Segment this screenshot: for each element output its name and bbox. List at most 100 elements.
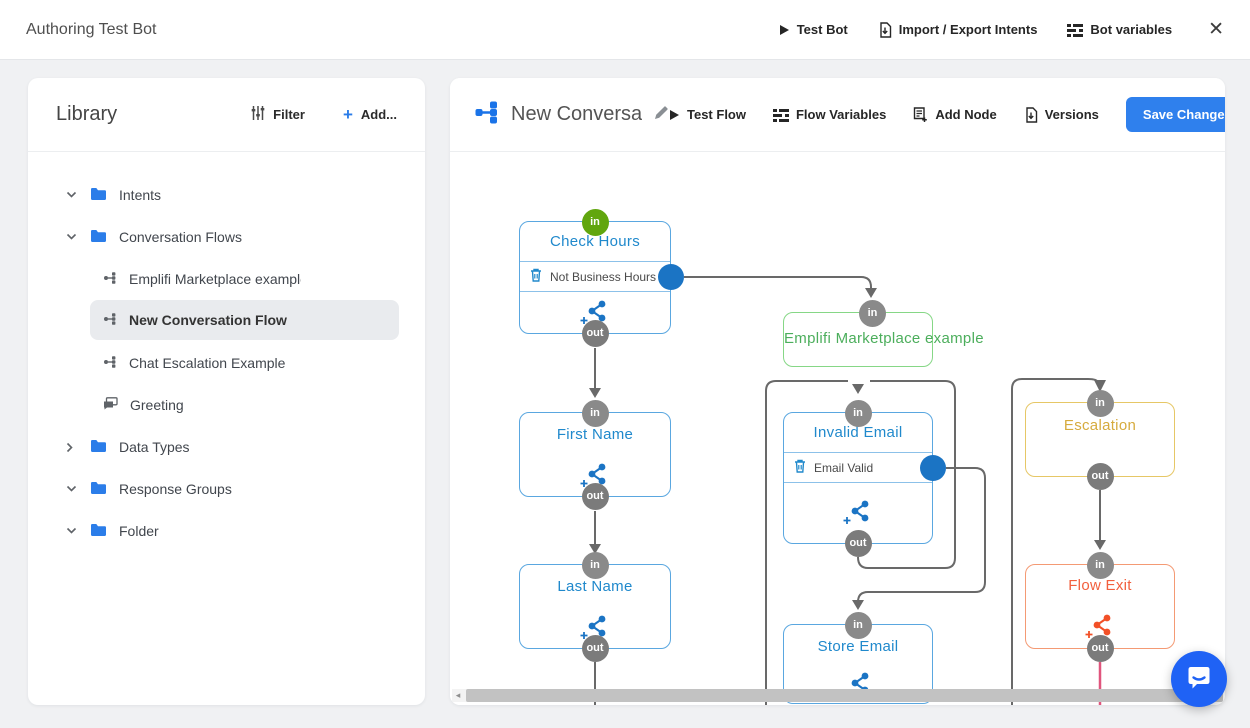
filter-icon xyxy=(251,106,265,123)
library-tree: Intents Conversation Flows Emplifi Marke… xyxy=(28,152,425,552)
sidebar-item-new-conversation-flow[interactable]: New Conversation Flow xyxy=(90,300,399,340)
horizontal-scrollbar[interactable]: ◂ xyxy=(452,689,1223,702)
add-node-icon xyxy=(913,106,928,123)
node-emplifi-marketplace[interactable]: in Emplifi Marketplace example xyxy=(783,299,984,367)
condition-row[interactable]: Not Business Hours xyxy=(520,261,684,292)
save-changes-button[interactable]: Save Changes xyxy=(1125,97,1225,132)
out-port[interactable]: out xyxy=(1086,634,1114,662)
folder-icon xyxy=(90,439,107,456)
plus-icon: + xyxy=(342,105,353,124)
bot-variables-label: Bot variables xyxy=(1090,22,1173,37)
add-label: Add... xyxy=(360,107,397,122)
condition-label: Not Business Hours xyxy=(550,269,657,284)
import-export-icon xyxy=(878,21,892,38)
sidebar-item-chat-escalation-example[interactable]: Chat Escalation Example xyxy=(54,342,399,384)
chat-bubbles-icon xyxy=(103,397,118,413)
sidebar-item-data-types[interactable]: Data Types xyxy=(54,426,399,468)
node-title: Escalation xyxy=(1063,417,1137,434)
connector-emailvalid-storeemail xyxy=(857,467,986,604)
close-icon[interactable]: ✕ xyxy=(1208,19,1224,40)
chevron-down-icon[interactable] xyxy=(66,233,78,241)
import-export-label: Import / Export Intents xyxy=(898,22,1038,37)
flow-header: New Conversation Flow Test Flow Flow Var… xyxy=(450,78,1225,152)
out-port[interactable]: out xyxy=(581,319,609,347)
in-port[interactable]: in xyxy=(581,399,609,427)
versions-button[interactable]: Versions xyxy=(1024,106,1099,123)
connector-checkhours-emplifi xyxy=(684,276,872,290)
filter-button[interactable]: Filter xyxy=(251,106,305,123)
header-actions: Test Bot Import / Export Intents Bot var… xyxy=(779,20,1224,39)
node-check-hours[interactable]: in Check Hours Not Business Hours out xyxy=(519,208,684,347)
versions-label: Versions xyxy=(1044,107,1099,122)
sidebar-item-response-groups[interactable]: Response Groups xyxy=(54,468,399,510)
add-branch-button[interactable] xyxy=(520,607,670,647)
out-port[interactable]: out xyxy=(581,482,609,510)
scrollbar-thumb[interactable] xyxy=(466,689,1223,702)
sidebar-item-intents[interactable]: Intents xyxy=(54,174,399,216)
chevron-down-icon[interactable] xyxy=(66,527,78,535)
test-flow-button[interactable]: Test Flow xyxy=(669,107,746,122)
in-port[interactable]: in xyxy=(581,551,609,579)
in-port[interactable]: in xyxy=(1086,389,1114,417)
in-port[interactable]: in xyxy=(859,299,886,327)
flow-panel: New Conversation Flow Test Flow Flow Var… xyxy=(450,78,1225,705)
node-title: Emplifi Marketplace example xyxy=(784,330,984,347)
sidebar-item-greeting[interactable]: Greeting xyxy=(54,384,399,426)
add-branch-button[interactable] xyxy=(520,292,670,332)
out-port[interactable]: out xyxy=(1086,462,1114,490)
condition-row[interactable]: Email Valid xyxy=(784,452,946,483)
chat-launcher-button[interactable] xyxy=(1171,651,1227,707)
condition-port-dot[interactable] xyxy=(920,454,946,481)
in-port[interactable]: in xyxy=(844,611,872,639)
flow-variables-label: Flow Variables xyxy=(795,107,887,122)
bot-variables-button[interactable]: Bot variables xyxy=(1067,22,1172,37)
edit-pencil-icon[interactable] xyxy=(654,105,669,125)
tree-label: Intents xyxy=(119,187,162,203)
play-icon xyxy=(779,24,790,36)
sidebar-item-emplifi-marketplace[interactable]: Emplifi Marketplace example xyxy=(54,258,399,300)
tree-label: Chat Escalation Example xyxy=(129,355,286,371)
sidebar-item-conversation-flows[interactable]: Conversation Flows xyxy=(54,216,399,258)
folder-icon xyxy=(90,229,107,246)
trash-icon[interactable] xyxy=(530,268,542,285)
add-branch-button[interactable] xyxy=(1026,605,1174,647)
library-header: Library Filter + Add... xyxy=(28,78,425,152)
node-flow-exit[interactable]: in Flow Exit out xyxy=(1025,551,1175,662)
add-button[interactable]: + Add... xyxy=(343,106,397,123)
scroll-left-icon[interactable]: ◂ xyxy=(455,690,461,700)
filter-label: Filter xyxy=(273,107,305,122)
tree-label: New Conversation Flow xyxy=(129,312,287,328)
versions-icon xyxy=(1024,106,1038,123)
test-bot-button[interactable]: Test Bot xyxy=(779,22,848,37)
connector-retry-loop xyxy=(857,380,956,569)
library-panel: Library Filter + Add... Intents Conversa… xyxy=(28,78,425,705)
node-last-name[interactable]: in Last Name out xyxy=(519,551,671,662)
node-invalid-email[interactable]: in Invalid Email Email Valid out xyxy=(783,399,946,557)
out-port[interactable]: out xyxy=(844,529,872,557)
out-port[interactable]: out xyxy=(581,634,609,662)
connector-loop-left xyxy=(765,380,848,705)
add-branch-button[interactable] xyxy=(784,483,932,541)
flow-canvas[interactable]: in Check Hours Not Business Hours out in… xyxy=(450,152,1225,705)
condition-port-dot[interactable] xyxy=(658,263,684,290)
chevron-right-icon[interactable] xyxy=(66,442,78,453)
chevron-down-icon[interactable] xyxy=(66,191,78,199)
in-port[interactable]: in xyxy=(1086,551,1114,579)
node-escalation[interactable]: in Escalation out xyxy=(1025,389,1175,490)
chevron-down-icon[interactable] xyxy=(66,485,78,493)
trash-icon[interactable] xyxy=(794,459,806,476)
bot-title: Authoring Test Bot xyxy=(26,20,157,38)
folder-icon xyxy=(90,523,107,540)
flow-variables-button[interactable]: Flow Variables xyxy=(772,107,887,122)
tree-label: Folder xyxy=(119,523,159,539)
node-first-name[interactable]: in First Name out xyxy=(519,399,671,510)
variables-icon xyxy=(1067,23,1084,37)
flow-title: New Conversation Flow xyxy=(511,103,642,125)
in-port[interactable]: in xyxy=(581,208,609,236)
sidebar-item-folder[interactable]: Folder xyxy=(54,510,399,552)
in-port[interactable]: in xyxy=(844,399,872,427)
add-node-button[interactable]: Add Node xyxy=(913,106,997,123)
import-export-intents-button[interactable]: Import / Export Intents xyxy=(878,21,1038,38)
add-branch-button[interactable] xyxy=(520,455,670,495)
node-title: Invalid Email xyxy=(813,424,903,441)
